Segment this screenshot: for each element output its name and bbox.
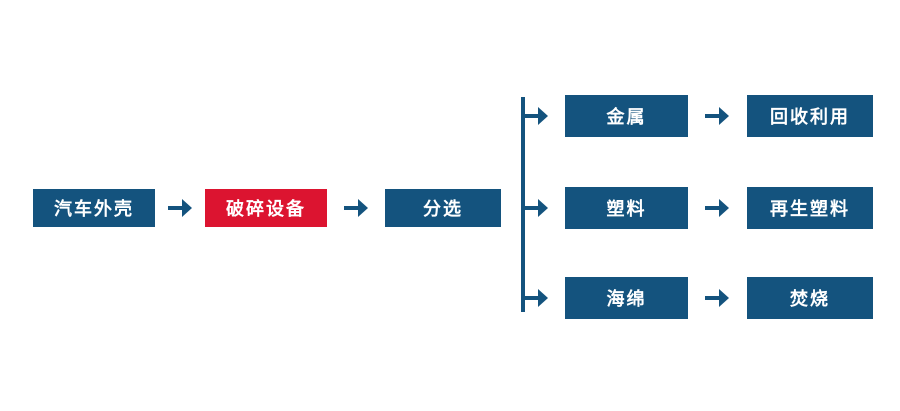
right-arrow-icon — [705, 107, 729, 125]
node-plastic-label: 塑料 — [606, 199, 647, 219]
node-car-shell-label: 汽车外壳 — [54, 199, 134, 219]
node-plastic: 塑料 — [565, 187, 688, 229]
node-metal-label: 金属 — [606, 107, 647, 127]
branch-right-arrow-icon — [524, 107, 548, 125]
node-sponge: 海绵 — [565, 277, 688, 319]
node-incineration: 焚烧 — [747, 277, 873, 319]
node-recycling-reuse: 回收利用 — [747, 95, 873, 137]
node-incineration-label: 焚烧 — [790, 289, 830, 309]
node-sorting: 分选 — [385, 189, 501, 227]
right-arrow-icon — [168, 199, 192, 217]
right-arrow-icon — [705, 199, 729, 217]
branch-right-arrow-icon — [524, 289, 548, 307]
branch-connector-line — [521, 97, 525, 312]
node-recycling-reuse-label: 回收利用 — [770, 107, 850, 127]
node-sorting-label: 分选 — [423, 199, 463, 219]
node-crushing-equipment-label: 破碎设备 — [226, 199, 306, 219]
node-metal: 金属 — [565, 95, 688, 137]
node-crushing-equipment: 破碎设备 — [205, 189, 327, 227]
node-recycled-plastic: 再生塑料 — [747, 187, 873, 229]
right-arrow-icon — [705, 289, 729, 307]
node-sponge-label: 海绵 — [606, 289, 647, 309]
right-arrow-icon — [344, 199, 368, 217]
node-car-shell: 汽车外壳 — [33, 189, 155, 227]
node-recycled-plastic-label: 再生塑料 — [770, 199, 850, 219]
branch-right-arrow-icon — [524, 199, 548, 217]
